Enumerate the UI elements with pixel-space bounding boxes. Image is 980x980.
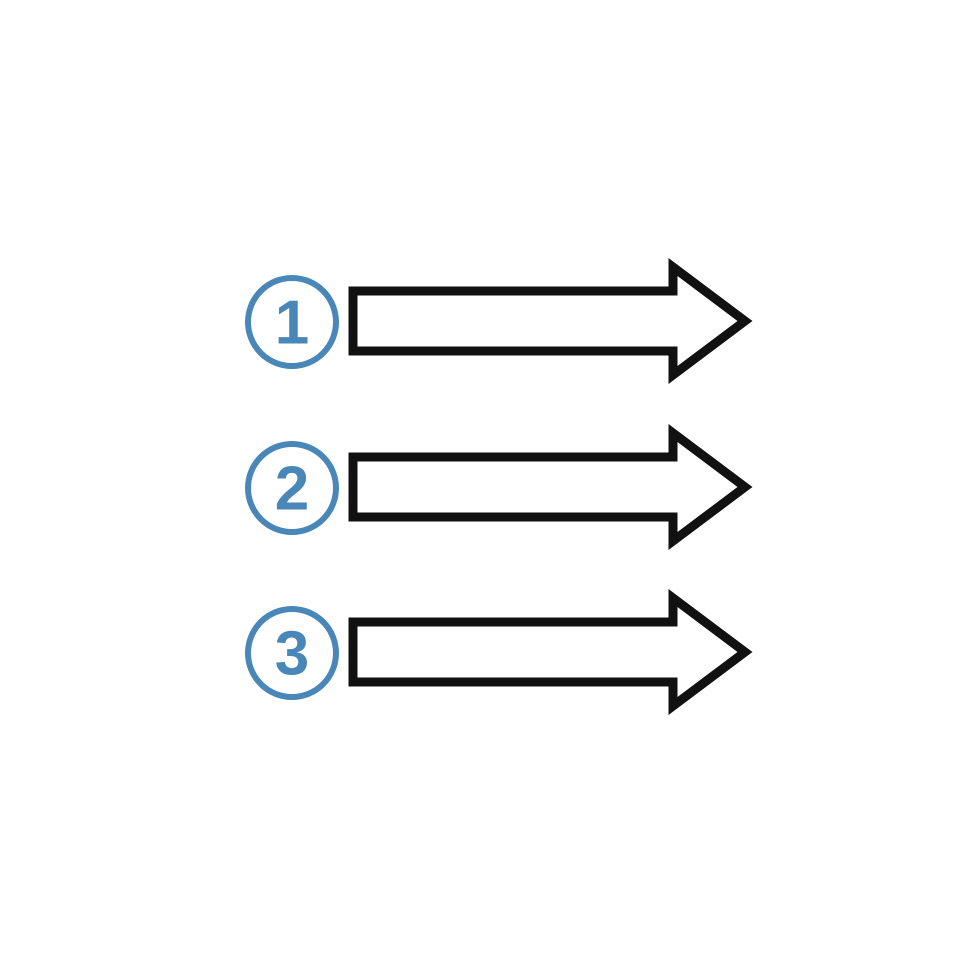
arrow-right-outline-icon: [348, 258, 753, 384]
arrow-shape: [348, 258, 753, 384]
badge-number-label: 2: [275, 455, 309, 524]
step-row: 1: [0, 237, 980, 407]
circle-outline-icon: 1: [245, 275, 339, 369]
badge-circle: [245, 441, 339, 535]
step-arrow-1[interactable]: [348, 253, 758, 384]
step-badge-3[interactable]: 3: [244, 605, 340, 701]
step-badge-2[interactable]: 2: [244, 440, 340, 536]
circle-outline-icon: 2: [245, 441, 339, 535]
arrow-right-outline-icon: [348, 589, 753, 715]
step-badge-1[interactable]: 1: [244, 274, 340, 370]
badge-number-label: 1: [275, 289, 309, 358]
badge-circle: [245, 606, 339, 700]
step-row: 2: [0, 403, 980, 573]
circle-outline-icon: 3: [245, 606, 339, 700]
badge-circle: [245, 275, 339, 369]
arrow-shape: [348, 589, 753, 715]
step-row: 3: [0, 568, 980, 738]
badge-number-label: 3: [275, 620, 309, 689]
arrow-shape: [348, 424, 753, 550]
step-arrow-2[interactable]: [348, 419, 758, 550]
step-arrow-3[interactable]: [348, 584, 758, 715]
arrow-right-outline-icon: [348, 424, 753, 550]
